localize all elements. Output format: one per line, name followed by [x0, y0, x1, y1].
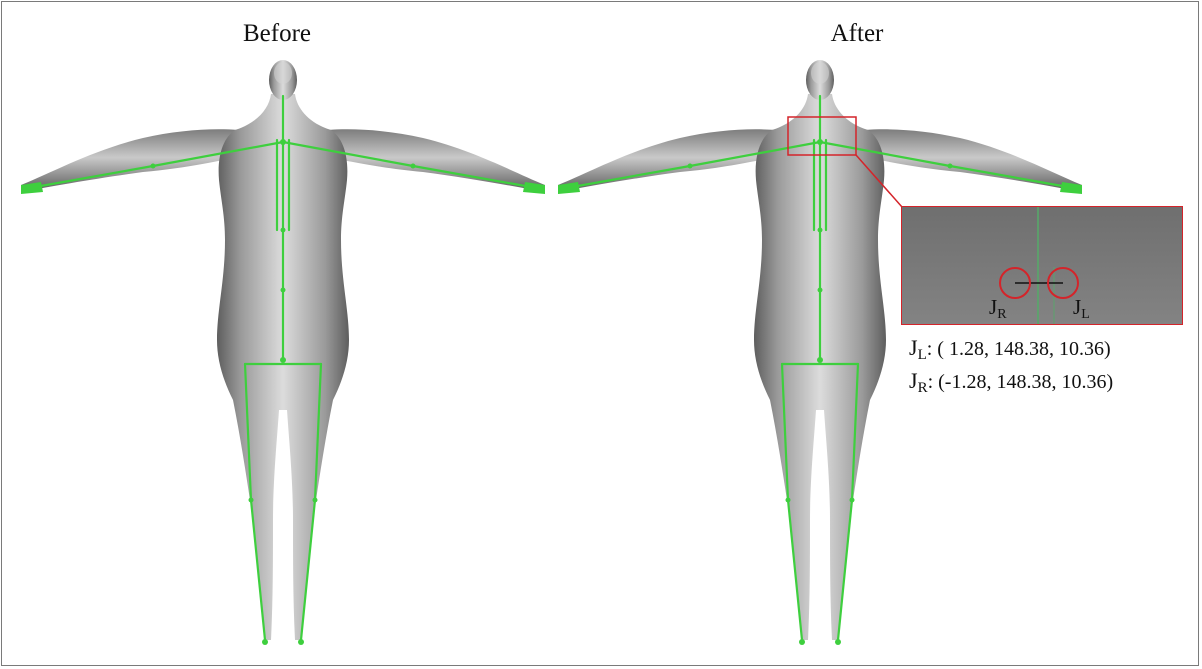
left-joint-coordinates: JL: ( 1.28, 148.38, 10.36)	[909, 335, 1111, 364]
right-joint-label: JR	[989, 295, 1007, 323]
right-joint-coordinates: JR: (-1.28, 148.38, 10.36)	[909, 368, 1113, 397]
zoom-inset: JR JL	[901, 206, 1183, 325]
before-body-model	[21, 60, 545, 645]
left-joint-label: JL	[1073, 295, 1090, 323]
zoom-inset-graphic	[902, 207, 1183, 325]
